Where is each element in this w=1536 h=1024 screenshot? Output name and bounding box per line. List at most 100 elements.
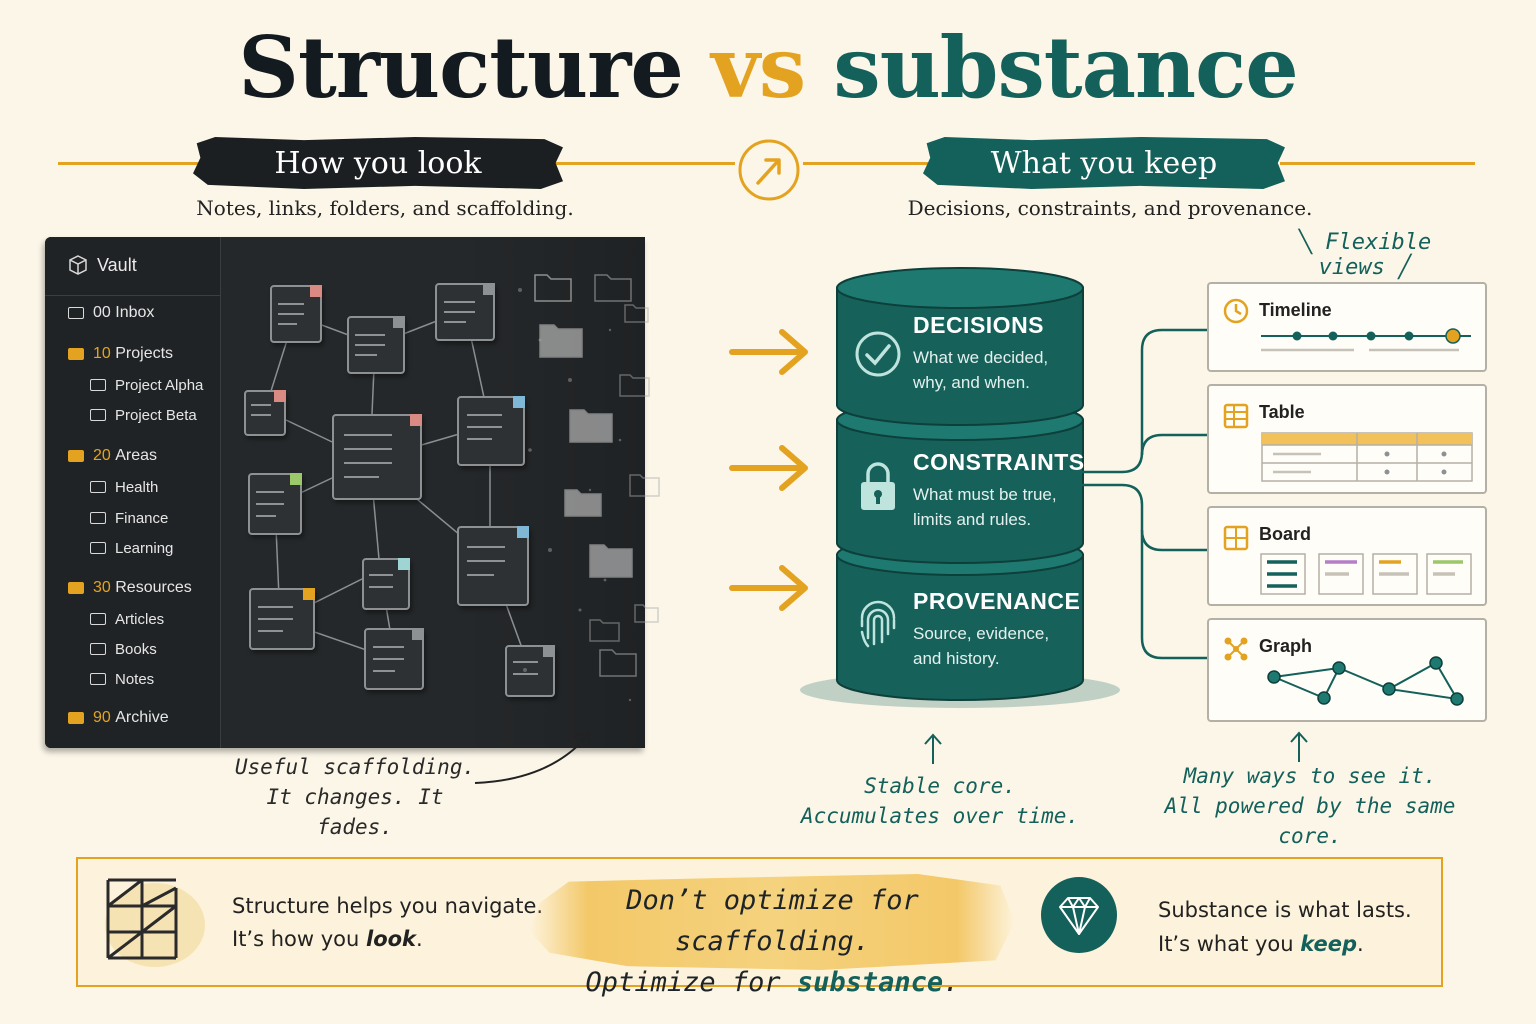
- note-card[interactable]: [347, 316, 405, 374]
- curved-arrow-icon: [474, 730, 590, 784]
- folder-open-icon: [68, 450, 84, 462]
- folder-icon: [68, 307, 84, 319]
- sidebar-item-number: 90: [93, 709, 111, 726]
- caption-line: Many ways to see it.: [1183, 764, 1437, 788]
- layer-desc: limits and rules.: [913, 510, 1032, 529]
- sidebar-divider: [45, 295, 220, 296]
- folder-icon: [90, 643, 106, 655]
- layer-desc: What must be true,: [913, 485, 1057, 504]
- statement-line: It’s what you: [1158, 932, 1301, 956]
- scaffolding-icon: [105, 878, 205, 967]
- note-card[interactable]: [457, 396, 525, 466]
- board-view-card[interactable]: Board: [1207, 506, 1487, 606]
- layer-desc: What we decided,: [913, 348, 1049, 367]
- folder-open-icon: [68, 712, 84, 724]
- title-substance: substance: [833, 18, 1298, 117]
- note-card[interactable]: [362, 558, 410, 610]
- folder-icon: [90, 379, 106, 391]
- sidebar-item-learning[interactable]: Learning: [90, 535, 173, 561]
- message-line: Don’t optimize for scaffolding.: [626, 885, 919, 957]
- folder-icon: [90, 481, 106, 493]
- sidebar-item-label: Notes: [115, 670, 155, 688]
- statement-line: Structure helps you navigate.: [232, 894, 544, 918]
- right-subtitle: Decisions, constraints, and provenance.: [907, 196, 1313, 220]
- timeline-graphic: [1261, 328, 1471, 352]
- note-card[interactable]: [249, 588, 315, 650]
- note-card[interactable]: [248, 473, 302, 535]
- sidebar-item-number: 20: [93, 447, 111, 464]
- note-card[interactable]: [364, 628, 424, 690]
- layer-desc: Source, evidence,: [913, 624, 1050, 643]
- sidebar-item-resources[interactable]: 30 Resources: [68, 575, 192, 601]
- check-circle-icon: [855, 331, 901, 377]
- sidebar-item-label: Learning: [115, 539, 174, 557]
- board-graphic: [1260, 553, 1472, 595]
- sidebar-item-project-alpha[interactable]: Project Alpha: [90, 372, 203, 398]
- folder-icon: [90, 542, 106, 554]
- fading-folders: [518, 274, 660, 702]
- graph-view-card[interactable]: Graph: [1207, 618, 1487, 722]
- left-subtitle: Notes, links, folders, and scaffolding.: [196, 196, 574, 220]
- view-connectors: [1082, 328, 1207, 660]
- core-cylinder: [800, 267, 1120, 708]
- view-title: Table: [1259, 402, 1305, 422]
- sidebar-item-notes[interactable]: Notes: [90, 666, 154, 692]
- arrow-right-icon: [729, 445, 808, 491]
- provenance-layer: PROVENANCE Source, evidence,and history.: [913, 588, 1080, 671]
- structure-statement: Structure helps you navigate. It’s how y…: [232, 890, 543, 956]
- graph-graphic: [1267, 656, 1464, 706]
- view-title: Graph: [1259, 636, 1313, 656]
- statement-punct: .: [1357, 932, 1364, 956]
- sidebar-item-project-beta[interactable]: Project Beta: [90, 402, 197, 428]
- layer-desc: why, and when.: [913, 373, 1030, 392]
- caption-line: All powered by the same core.: [1164, 794, 1456, 848]
- what-you-keep-banner: What you keep: [923, 137, 1285, 189]
- sidebar-item-inbox[interactable]: 00 Inbox: [68, 300, 154, 326]
- folder-icon: [90, 613, 106, 625]
- note-card[interactable]: [270, 285, 322, 343]
- timeline-view-card[interactable]: Timeline: [1207, 282, 1487, 372]
- views-caption: Many ways to see it. All powered by the …: [1150, 761, 1470, 851]
- note-card[interactable]: [457, 526, 529, 606]
- statement-punct: .: [416, 927, 423, 951]
- sidebar-item-articles[interactable]: Articles: [90, 606, 164, 632]
- up-arrow-icon: [924, 733, 942, 764]
- sidebar-item-label: Areas: [115, 447, 158, 464]
- sidebar-item-label: Projects: [115, 345, 174, 362]
- folder-icon: [90, 409, 106, 421]
- sidebar-item-label: Resources: [115, 579, 192, 596]
- sidebar-item-number: 30: [93, 579, 111, 596]
- statement-line: It’s how you: [232, 927, 366, 951]
- sidebar-item-areas[interactable]: 20 Areas: [68, 443, 157, 469]
- gold-arrows: [729, 329, 808, 611]
- table-view-card[interactable]: Table: [1207, 384, 1487, 494]
- substance-statement: Substance is what lasts. It’s what you k…: [1158, 893, 1412, 961]
- layer-title: DECISIONS: [913, 312, 1045, 338]
- folder-open-icon: [68, 582, 84, 594]
- note-card[interactable]: [505, 645, 555, 697]
- graph-icon: [1224, 637, 1248, 661]
- vault-tree: 00 Inbox 10 Projects Project Alpha Proje…: [68, 300, 218, 740]
- emphasis-keep: keep: [1300, 932, 1357, 956]
- sidebar-item-label: Books: [115, 640, 157, 658]
- note-card[interactable]: [332, 414, 422, 500]
- sidebar-item-finance[interactable]: Finance: [90, 505, 168, 531]
- note-card[interactable]: [435, 283, 495, 341]
- views-heading-label: Flexible views: [1318, 230, 1432, 280]
- sidebar-item-projects[interactable]: 10 Projects: [68, 341, 173, 367]
- sidebar-item-books[interactable]: Books: [90, 636, 157, 662]
- layer-title: CONSTRAINTS: [913, 449, 1085, 475]
- vault-header[interactable]: Vault: [67, 254, 137, 276]
- sidebar-item-archive[interactable]: 90 Archive: [68, 705, 169, 731]
- sidebar-item-health[interactable]: Health: [90, 474, 158, 500]
- note-card[interactable]: [244, 390, 286, 436]
- caption-line: It changes. It fades.: [266, 785, 444, 839]
- divider-left: [58, 162, 208, 165]
- how-you-look-banner: How you look: [193, 137, 563, 189]
- table-icon: [1223, 403, 1249, 429]
- caption-line: Stable core.: [864, 774, 1016, 798]
- arrow-badge-icon: [738, 139, 800, 201]
- up-arrow-icon: [1290, 731, 1308, 762]
- view-title: Board: [1259, 524, 1312, 544]
- sidebar-item-label: 00 Inbox: [93, 304, 155, 321]
